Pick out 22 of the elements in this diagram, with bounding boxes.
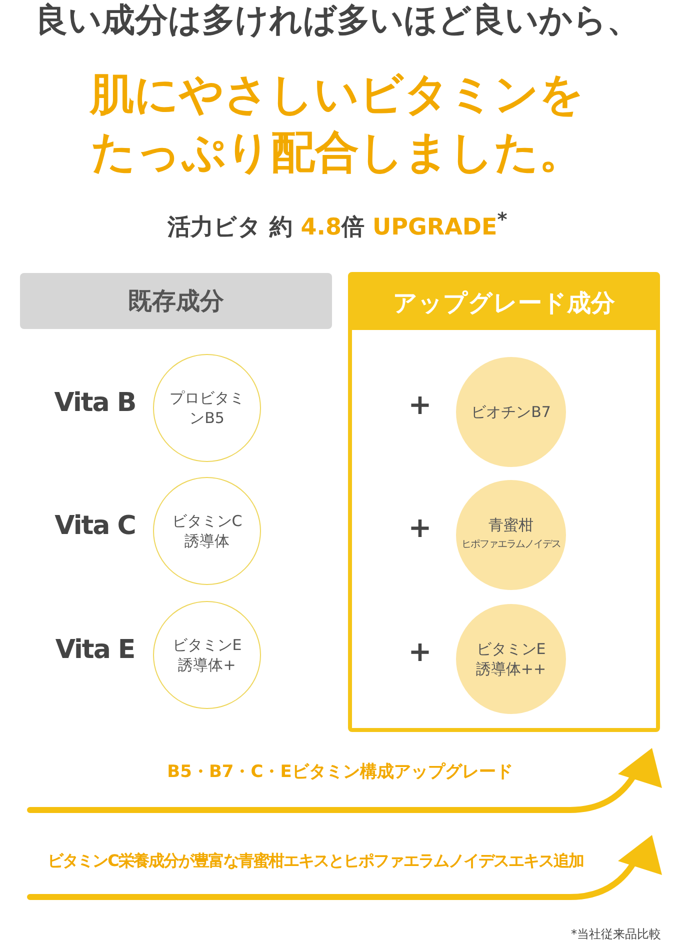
vitamin-label: Vita E [54,635,136,665]
headline: 肌にやさしいビタミンをたっぷり配合しました。 [88,68,585,180]
panel-heading: アップグレード成分 [352,276,656,330]
vitamin-label: Vita B [53,388,137,418]
arrow-caption: B5・B7・C・Eビタミン構成アップグレード [166,761,514,783]
subtitle: 活力ビタ 約 4.8倍 UPGRADE$^{*}$ [166,208,508,243]
ingredient-name: ビタミンC誘導体 [170,511,244,551]
arrow-caption: ビタミンC栄養成分が豊富な青蜜柑エキスとヒポファエラムノイデスエキス追加 [46,851,584,872]
footnote: *当社従来品比較 [571,926,661,943]
upgrade-panel [348,272,660,732]
vitamin-label: Vita C [54,511,136,541]
ingredient-name: ビオチンB7 [470,402,552,422]
ingredient-name: ビタミンE誘導体+ [171,635,243,675]
header-box: 既存成分 [20,273,332,329]
ingredient-name: ビタミンE誘導体++ [474,639,548,679]
plus-sign: + [408,511,432,544]
plus-sign: + [408,388,432,421]
ingredient-name: 青蜜柑 [488,515,534,535]
ingredient-name: ヒポファエラムノイデス [461,538,561,552]
title: 良い成分は多ければ多いほど良いから、 [34,0,641,41]
ingredient-name: プロビタミンB5 [168,388,246,428]
plus-sign: + [408,635,432,668]
